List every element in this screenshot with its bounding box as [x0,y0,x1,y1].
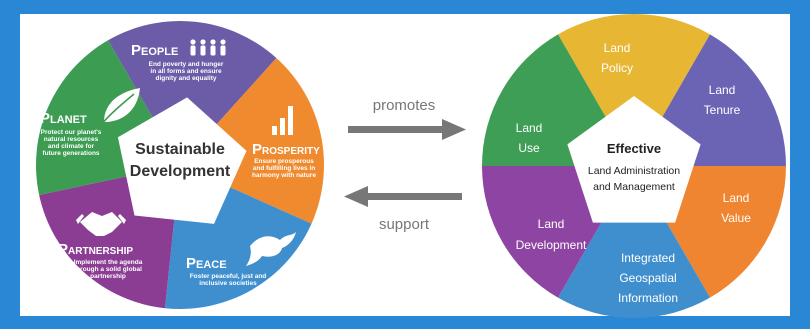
land-policy-line1: Land [604,41,631,55]
planet-label: PLANET Protect our planet's natural reso… [40,88,140,157]
partnership-desc-3: partnership [90,273,126,280]
peace-title-initial: P [186,255,196,272]
land-tenure-line2: Tenure [704,103,741,117]
people-desc-3: dignity and equality [155,75,216,82]
right-center-title: Effective [607,141,661,156]
integrated-line1: Integrated [621,251,675,265]
land-development-line1: Land [538,217,565,231]
segment-integrated-geospatial-information [558,200,710,318]
peace-title: PEACE [186,255,227,272]
people-figures-icon [190,39,226,56]
peace-desc-2: inclusive societies [199,280,257,287]
peace-label: PEACE Foster peaceful, just and inclusiv… [186,232,296,287]
land-use-line1: Land [516,121,543,135]
planet-title-rest: LANET [50,114,87,126]
prosperity-title: PROSPERITY [252,141,320,158]
land-value-line2: Value [721,211,751,225]
partnership-title-initial: P [58,241,68,258]
planet-desc-4: future generations [42,150,99,157]
right-center-line2: and Management [593,181,675,193]
planet-title-initial: P [40,110,50,127]
support-label: support [379,216,430,233]
segment-prosperity [206,57,324,224]
people-title: PEOPLE [131,42,178,59]
land-use-line2: Use [518,141,540,155]
peace-title-rest: EACE [196,259,227,271]
land-value-line1: Land [723,191,750,205]
planet-title: PLANET [40,110,87,127]
integrated-line2: Geospatial [619,271,676,285]
right-center-line1: Land Administration [588,165,680,177]
integrated-line3: Information [618,291,678,305]
planet-desc-3: and climate for [48,143,95,150]
center-pentagon [117,97,247,224]
prosperity-label: PROSPERITY Ensure prosperous and fulfill… [252,106,320,179]
land-tenure-line1: Land [709,83,736,97]
prosperity-desc-1: Ensure prosperous [254,158,314,165]
relationship-arrows: promotes support [344,97,466,233]
land-administration-wheel: Effective Land Administration and Manage… [482,14,786,318]
handshake-icon [76,212,126,236]
partnership-desc-2: through a solid global [74,266,142,273]
people-label: PEOPLE End poverty and hunger in all for… [131,39,226,82]
leaf-icon [99,88,140,127]
bar-chart-icon [272,106,293,135]
people-title-rest: EOPLE [141,46,178,58]
planet-desc-1: Protect our planet's [41,129,102,136]
land-policy-line2: Policy [601,61,633,75]
partnership-label: PARTNERSHIP Implement the agenda through… [58,212,143,280]
partnership-title-rest: ARTNERSHIP [68,246,133,257]
prosperity-title-initial: P [252,141,262,158]
segment-land-value [654,166,786,298]
sustainable-development-wheel: Sustainable Development PEOPLE End pover… [35,20,324,310]
people-desc-2: in all forms and ensure [150,68,222,75]
people-desc-1: End poverty and hunger [149,61,224,68]
center-title-line2: Development [130,163,231,180]
center-title-line1: Sustainable [135,141,225,158]
partnership-title: PARTNERSHIP [58,241,133,258]
segment-land-policy [558,14,710,132]
arrow-right-icon [348,119,466,140]
land-development-line2: Development [516,238,587,252]
people-title-initial: P [131,42,141,59]
prosperity-desc-3: harmony with nature [252,172,316,179]
planet-desc-2: natural resources [44,136,99,143]
dove-icon [246,232,296,266]
prosperity-desc-2: and fulfilling lives in [253,165,316,172]
segment-land-use [482,34,614,167]
segment-land-tenure [654,34,786,167]
arrow-left-icon [344,186,462,207]
peace-desc-1: Foster peaceful, just and [190,273,267,280]
partnership-desc-1: Implement the agenda [74,259,143,266]
segment-people [108,20,277,136]
segment-land-development [482,166,614,298]
prosperity-title-rest: ROSPERITY [262,146,320,157]
center-pentagon-right [567,96,701,223]
promotes-label: promotes [373,97,436,114]
